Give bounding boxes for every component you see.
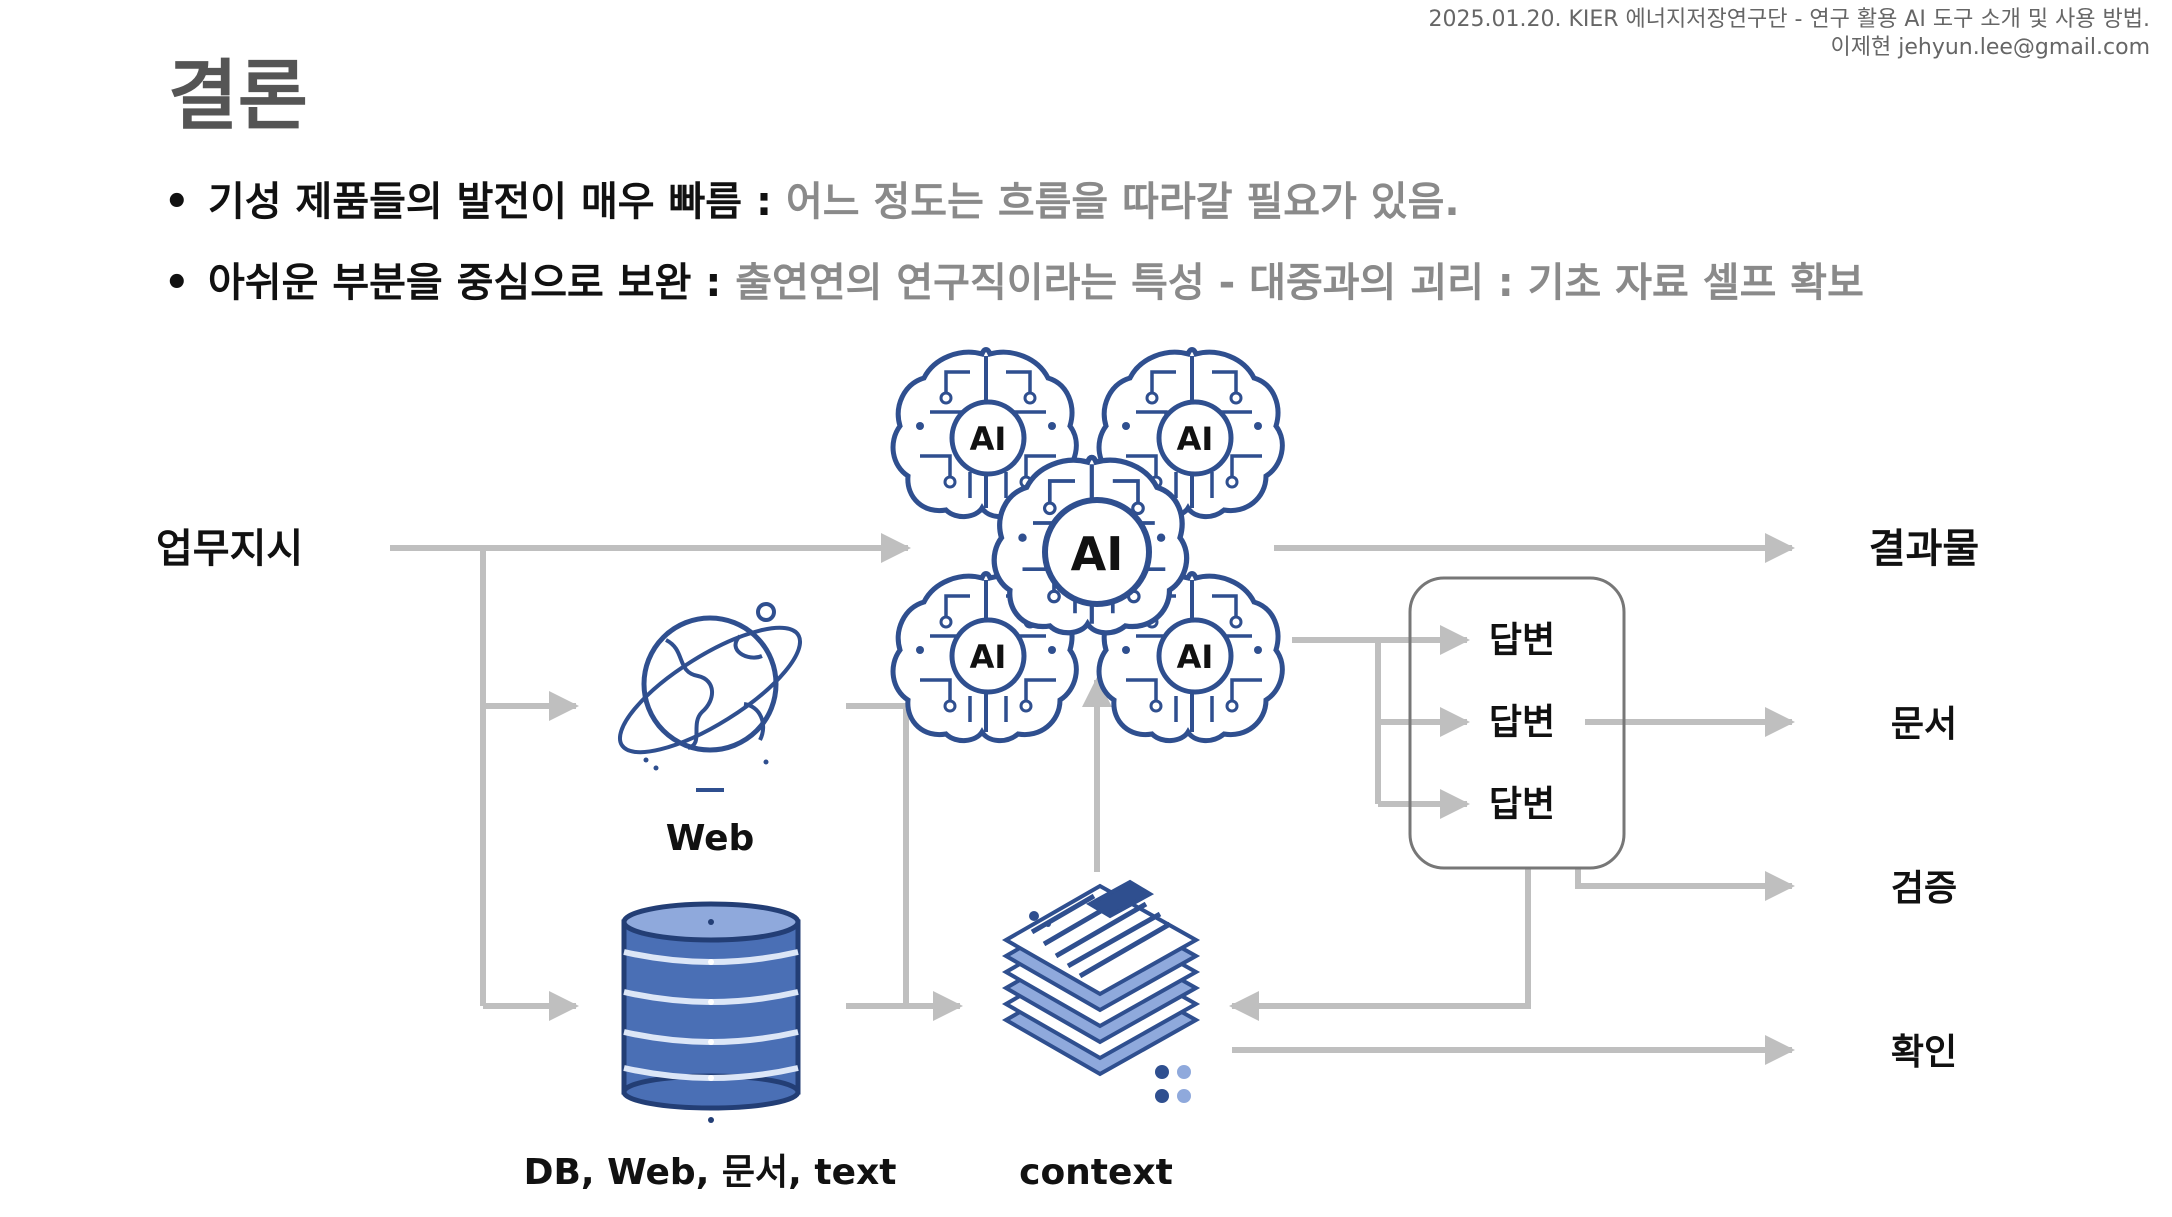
answer-label: 답변 <box>1489 702 1555 743</box>
bullet-rest: 어느 정도는 흐름을 따라갈 필요가 있음. <box>785 179 1460 225</box>
ai-small-label: AI <box>1177 638 1214 676</box>
arrow-answers-to-context <box>1229 868 1531 1021</box>
ai-small-label: AI <box>970 638 1007 676</box>
bullet-item: • 기성 제품들의 발전이 매우 빠름 : 어느 정도는 흐름을 따라갈 필요가… <box>160 178 1864 226</box>
connectors <box>390 533 1795 1065</box>
bullet-separator: : <box>742 179 786 225</box>
answer-label: 답변 <box>1489 620 1555 661</box>
page-title: 결론 <box>168 51 308 140</box>
bullet-separator: : <box>691 260 736 306</box>
output-label: 검증 <box>1891 868 1957 909</box>
header-line-1: 2025.01.20. KIER 에너지저장연구단 - 연구 활용 AI 도구 … <box>1428 7 2151 32</box>
bullet-key: 기성 제품들의 발전이 매우 빠름 <box>208 179 743 225</box>
bullet-dot: • <box>164 179 190 225</box>
output-label: 결과물 <box>1869 526 1979 572</box>
database-icon <box>621 901 801 1123</box>
header-meta: 2025.01.20. KIER 에너지저장연구단 - 연구 활용 AI 도구 … <box>1429 6 2151 62</box>
answer-box <box>1408 576 1626 870</box>
globe-icon <box>617 602 803 792</box>
output-label: 확인 <box>1891 1032 1957 1073</box>
answer-label: 답변 <box>1489 784 1555 825</box>
header-line-2: 이제현 jehyun.lee@gmail.com <box>1830 35 2150 60</box>
arrow-web-to-context <box>846 703 909 1006</box>
bullet-dot: • <box>164 260 190 306</box>
bullet-list: • 기성 제품들의 발전이 매우 빠름 : 어느 정도는 흐름을 따라갈 필요가… <box>160 178 1864 340</box>
db-label: DB, Web, 문서, text <box>524 1152 897 1193</box>
bullet-key: 아쉬운 부분을 중심으로 보완 <box>208 260 692 306</box>
input-label: 업무지시 <box>156 526 303 572</box>
ai-small-label: AI <box>1177 420 1214 458</box>
ai-center-label: AI <box>1071 527 1124 581</box>
ai-small-label: AI <box>970 420 1007 458</box>
bullet-item: • 아쉬운 부분을 중심으로 보완 : 출연연의 연구직이라는 특성 - 대중과… <box>160 259 1864 307</box>
bullet-rest: 출연연의 연구직이라는 특성 - 대중과의 괴리 : 기초 자료 셀프 확보 <box>735 260 1864 306</box>
ai-brain-cluster: AI AI AI AI AI <box>893 350 1282 741</box>
arrow-answers-to-verify <box>1575 868 1795 901</box>
context-label: context <box>1019 1152 1173 1193</box>
output-label: 문서 <box>1891 704 1957 745</box>
document-stack-icon <box>1001 879 1201 1103</box>
web-label: Web <box>666 818 755 859</box>
